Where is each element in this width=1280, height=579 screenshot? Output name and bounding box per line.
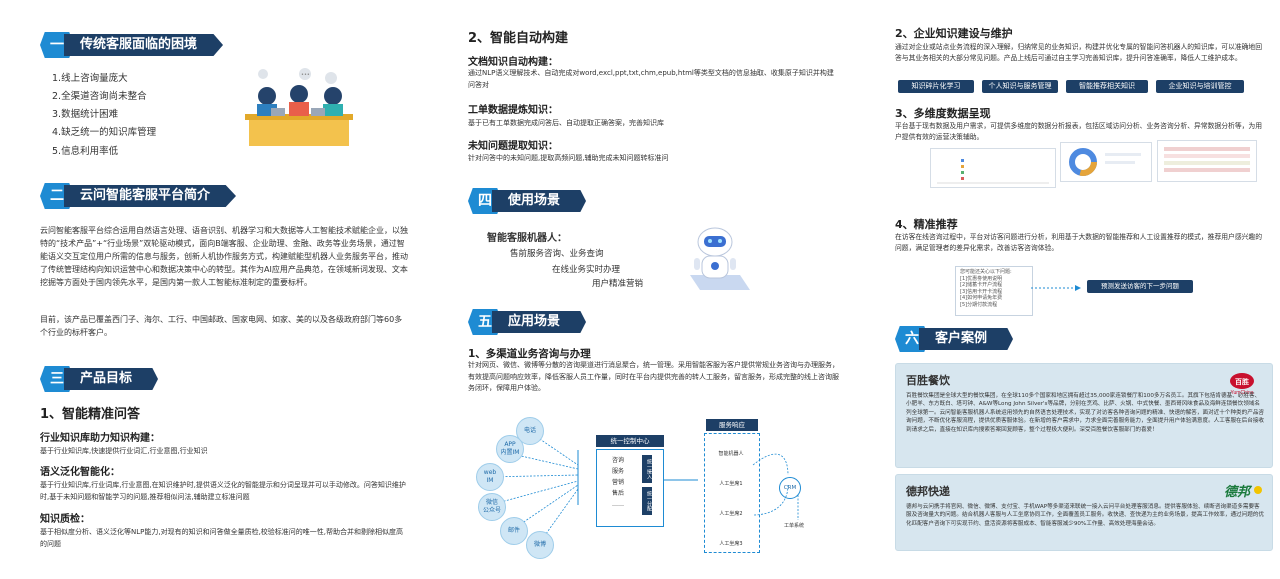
- control-center-items: 咨询 服务 营销 售后 ……: [612, 455, 624, 510]
- agent-item: 人工坐席3: [719, 541, 743, 547]
- column-left: 一 传统客服面临的困境 1.线上咨询量庞大 2.全渠道咨询尚未整合 3.数据统计…: [0, 0, 425, 579]
- column-right: 2、企业知识建设与维护 通过对企业或站点业务流程的深入理解，归纳常见的业务知识，…: [855, 0, 1280, 579]
- channel-app-im: APP 内置IM: [496, 435, 524, 463]
- service-response-box: [704, 433, 760, 553]
- section-title: 云问智能客服平台简介: [64, 185, 237, 207]
- agent-item: 智能机器人: [718, 451, 744, 457]
- list-item: 1.线上咨询量庞大: [52, 73, 128, 84]
- list-item: 3.数据统计困难: [52, 109, 119, 120]
- dashboard-heatmap: [1157, 140, 1257, 182]
- channel-wechat: 微信 公众号: [478, 493, 506, 521]
- subsection-heading: 2、企业知识建设与维护: [895, 27, 1013, 40]
- subsection-heading: 4、精准推荐: [895, 218, 958, 231]
- item-text: 在访客在线咨询过程中，平台对访客问题进行分析，利用基于大数据的智能推荐和人工设置…: [895, 233, 1263, 252]
- list-item: 4.缺乏统一的知识库管理: [52, 127, 157, 138]
- svg-text:百胜: 百胜: [1235, 377, 1249, 386]
- feature-pill: 智能推荐相关知识: [1066, 80, 1148, 93]
- crm-node: CRM: [779, 477, 801, 499]
- item-text: 通过对企业或站点业务流程的深入理解，归纳常见的业务知识，构建并优化专属的智能问答…: [895, 43, 1263, 62]
- recommend-item[interactable]: [1]优惠劵使用说明: [960, 275, 1003, 282]
- dashboard-donut-chart: [1060, 142, 1152, 182]
- center-item: 营销: [612, 479, 625, 486]
- unified-dispatch-tag: 统一分配: [642, 487, 652, 515]
- case-yumchina: 百胜餐饮 百胜 YumChina 百胜餐饮集团是全球大型的餐饮集团，在全球110…: [895, 363, 1273, 468]
- service-response-title: 服务响应: [706, 419, 758, 431]
- item-heading: 知识质检：: [40, 514, 90, 525]
- scenario-item: 在线业务实时办理: [552, 265, 621, 275]
- svg-text:•••: •••: [301, 72, 310, 78]
- center-item: 服务: [612, 468, 625, 475]
- channel-weibo: 微博: [526, 531, 554, 559]
- channel-email: 邮件: [500, 517, 528, 545]
- case-name: 德邦快递: [906, 485, 950, 498]
- feature-pill: 知识碎片化学习: [898, 80, 974, 93]
- clients-paragraph: 目前，该产品已覆盖西门子、海尔、工行、中国邮政、国家电网、如家、美的以及各级政府…: [40, 315, 403, 337]
- recommend-item[interactable]: [4]如何申请免年费: [960, 295, 1003, 301]
- service-agents: 智能机器人 人工坐席1 人工坐席2 人工坐席3: [706, 439, 756, 559]
- case-deppon: 德邦快递 德邦 德邦与云问携手将官网、微信、微博、支付宝、手机WAP等多渠道来联…: [895, 474, 1273, 551]
- scenario-item: 售前服务咨询、业务查询: [510, 249, 604, 259]
- item-text: 基于相似度分析、语义泛化等NLP能力,对现有的知识和问答做全量质检,校验标准问的…: [40, 528, 404, 548]
- channel-web-im: web IM: [476, 463, 504, 491]
- recommend-item[interactable]: [3]信用卡开卡流程: [960, 288, 1003, 295]
- center-item: ……: [612, 501, 624, 508]
- item-text: 基于已有工单数据完成问答后、自动提取正确答案，完善知识库: [468, 119, 664, 127]
- list-item: 2.全渠道咨询尚未整合: [52, 91, 147, 102]
- feature-pill: 个人知识与服务管理: [982, 80, 1058, 93]
- logo-text: YumChina: [1230, 390, 1253, 396]
- item-text: 针对问答中的未知问题,提取高频问题,辅助完成未知问题转标准问: [468, 154, 669, 162]
- subsection-heading: 3、多维度数据呈现: [895, 107, 991, 120]
- arrow-right-icon: [1031, 285, 1081, 291]
- center-item: 售后: [612, 490, 625, 497]
- item-heading: 文档知识自动构建：: [468, 57, 558, 68]
- feature-pill: 企业知识与培训管控: [1156, 80, 1244, 93]
- center-item: 咨询: [612, 457, 625, 464]
- unified-access-tag: 统一接入: [642, 455, 652, 483]
- section-title: 客户案例: [919, 328, 1014, 350]
- case-name: 百胜餐饮: [906, 374, 950, 387]
- yumchina-logo: 百胜 YumChina: [1220, 370, 1264, 400]
- subsection-heading: 2、智能自动构建: [468, 31, 569, 46]
- scenario-paragraph: 针对网页、微信、微博等分散的咨询渠道进行消息聚合，统一管理。采用智能客服为客户提…: [468, 361, 839, 392]
- item-text: 平台基于现有数据及用户需求，可提供多维度的数据分析报表，包括区域访问分析、业务咨…: [895, 122, 1263, 141]
- case-description: 德邦与云问携手将官网、微信、微博、支付宝、手机WAP等多渠道来联统一接入云问平台…: [906, 504, 1265, 527]
- item-text: 通过NLP语义理解技术、自动完成对word,excl,ppt,txt,chm,e…: [468, 69, 834, 89]
- robot-illustration: [690, 227, 750, 290]
- section-title: 使用场景: [492, 190, 587, 212]
- recommend-item[interactable]: [2]储蓄卡开户流程: [960, 282, 1003, 288]
- item-text: 基于行业知识库,行业词库,行业意图,在知识维护时,提供语义泛化的智能提示和分词呈…: [40, 481, 406, 501]
- section-title: 传统客服面临的困境: [64, 34, 224, 56]
- logo-text: 德邦: [1224, 484, 1253, 499]
- recommend-popup: 您可能还关心以下问题: [1]优惠劵使用说明 [2]储蓄卡开户流程 [3]信用卡…: [955, 266, 1033, 316]
- section-title: 产品目标: [64, 368, 159, 390]
- channel-flow-diagram: 电话 APP 内置IM web IM 微信 公众号 邮件 微博 统一控制中心 咨…: [468, 405, 843, 575]
- ticket-system-node: 工单系统: [784, 523, 805, 529]
- intro-paragraph: 云问智能客服平台综合运用自然语言处理、语音识别、机器学习和大数据等人工智能技术赋…: [40, 226, 408, 287]
- recommend-title: 您可能还关心以下问题:: [960, 269, 1012, 275]
- item-heading: 工单数据提炼知识：: [468, 105, 558, 116]
- recommend-item[interactable]: [5]分期付款流程: [960, 301, 998, 308]
- scenario-item: 用户精准营销: [592, 279, 644, 289]
- column-middle: 2、智能自动构建 文档知识自动构建： 通过NLP语义理解技术、自动完成对word…: [425, 0, 855, 579]
- item-heading: 行业知识库助力知识构建：: [40, 433, 160, 444]
- dashboard-bar-chart: [930, 148, 1056, 188]
- agent-item: 人工坐席2: [719, 511, 743, 517]
- predict-next-question-button[interactable]: 预测发送访客的下一步问题: [1087, 280, 1193, 293]
- call-center-illustration: •••: [245, 68, 353, 146]
- item-text: 基于行业知识库,快速提供行业词汇,行业意图,行业知识: [40, 447, 208, 455]
- deppon-logo: 德邦: [1222, 481, 1264, 507]
- control-center-box: [596, 449, 664, 527]
- item-heading: 语义泛化智能化：: [40, 467, 120, 478]
- robot-heading: 智能客服机器人：: [487, 233, 567, 244]
- control-center-title: 统一控制中心: [596, 435, 664, 447]
- case-description: 百胜餐饮集团是全球大型的餐饮集团，在全球110多个国家和地区拥有超过35,000…: [906, 393, 1265, 433]
- section-title: 应用场景: [492, 311, 587, 333]
- agent-item: 人工坐席1: [719, 481, 743, 487]
- subsection-heading: 1、多渠道业务咨询与办理: [468, 348, 591, 360]
- list-item: 5.信息利用率低: [52, 146, 119, 157]
- item-heading: 未知问题提取知识：: [468, 141, 558, 152]
- subsection-heading: 1、智能精准问答: [40, 407, 141, 422]
